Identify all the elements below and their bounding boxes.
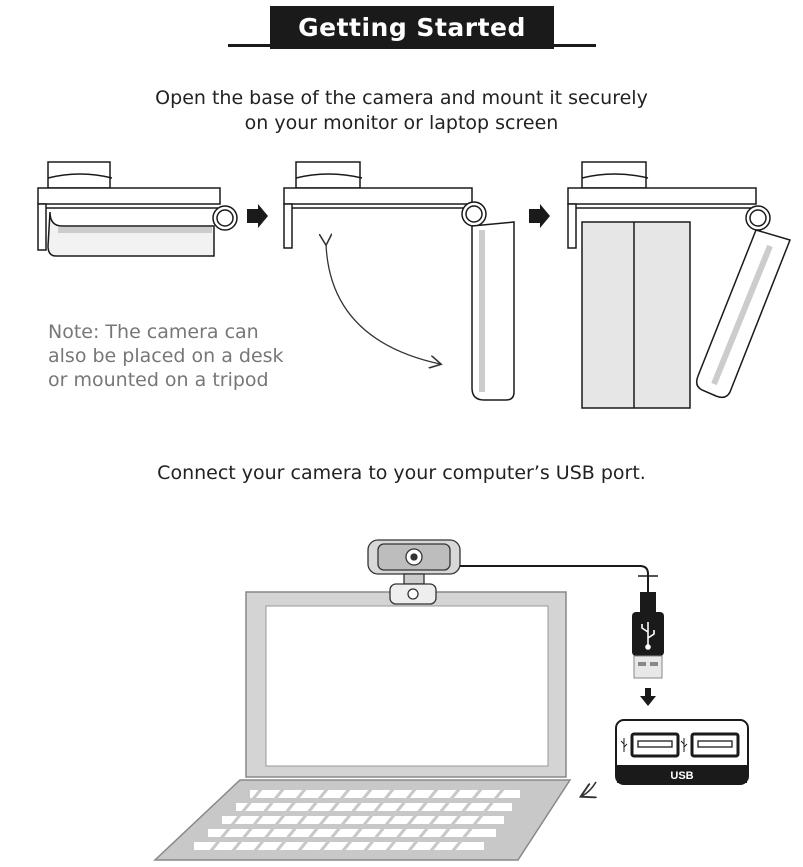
curved-arrow-icon: [326, 244, 440, 364]
curved-arrow-icon: [582, 781, 596, 796]
note-line-1: Note: The camera can: [48, 321, 259, 343]
note-line-3: or mounted on a tripod: [48, 369, 269, 391]
webcam-illustration: [367, 539, 461, 605]
keyboard-key-gaps: [208, 787, 506, 853]
mount-step-opening-illustration: [283, 161, 515, 401]
arrow-down-icon: [640, 688, 656, 706]
mount-instruction: Open the base of the camera and mount it…: [100, 86, 703, 136]
header-box: Getting Started: [270, 6, 554, 49]
mount-step-mounted-illustration: [567, 161, 791, 409]
arrow-right-icon: [247, 204, 268, 228]
usb-port-label: USB: [670, 770, 693, 782]
header: Getting Started: [0, 0, 803, 60]
usb-instruction: Connect your camera to your computer’s U…: [157, 462, 646, 484]
usb-port-panel: USB: [615, 719, 749, 785]
keyboard-keys: [194, 790, 520, 850]
usb-cable: [460, 565, 649, 592]
usb-plug-illustration: [632, 592, 664, 679]
mount-instruction-line-1: Open the base of the camera and mount it…: [155, 87, 648, 109]
laptop-illustration: [153, 591, 572, 861]
usb-symbol-icon: [641, 622, 655, 650]
mount-note: Note: The camera can also be placed on a…: [48, 320, 318, 392]
note-line-2: also be placed on a desk: [48, 345, 284, 367]
page-title: Getting Started: [298, 13, 526, 42]
arrow-right-icon: [529, 204, 550, 228]
mount-step-folded-illustration: [37, 161, 238, 257]
mount-instruction-line-2: on your monitor or laptop screen: [244, 112, 559, 134]
usb-symbol-icon: [620, 738, 688, 752]
